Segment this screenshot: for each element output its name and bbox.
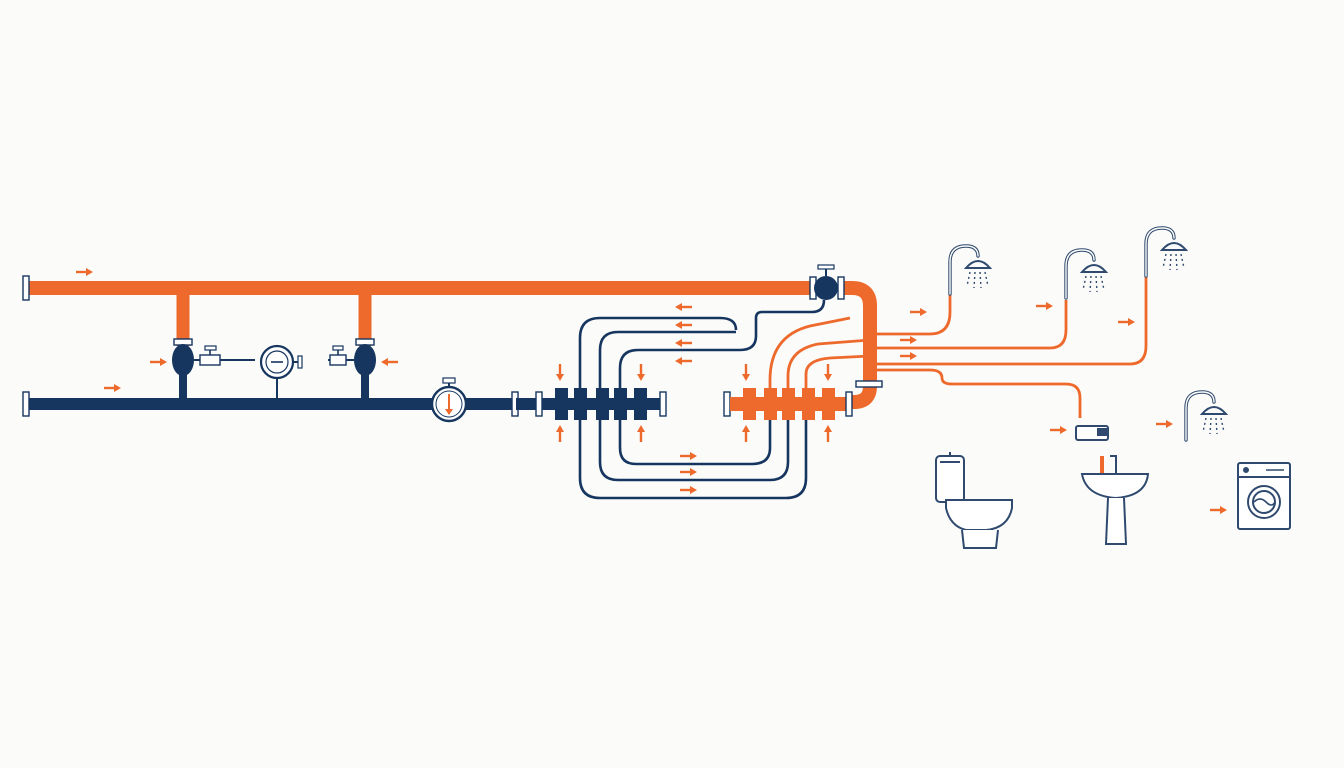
- arrow-icon: [1048, 424, 1069, 436]
- washing-machine-icon: [1237, 462, 1291, 530]
- shutoff-valve: [328, 338, 376, 398]
- arrow-icon: [554, 362, 566, 383]
- cold-supply-main: [22, 391, 548, 417]
- hot-supply-main: [22, 275, 877, 409]
- flow-arrows: [74, 266, 1229, 516]
- arrow-icon: [898, 350, 919, 362]
- arrow-icon: [908, 306, 929, 318]
- arrow-icon: [678, 466, 699, 478]
- arrow-icon: [673, 319, 694, 331]
- arrow-icon: [1034, 300, 1055, 312]
- arrow-icon: [678, 450, 699, 462]
- shower-icon: [1184, 390, 1228, 442]
- sink-icon: [1075, 425, 1150, 545]
- arrow-icon: [102, 382, 123, 394]
- hot-distribution-lines: [768, 276, 1148, 418]
- arrow-icon: [635, 362, 647, 383]
- arrow-icon: [822, 362, 834, 383]
- arrow-icon: [678, 484, 699, 496]
- shutoff-valve: [172, 338, 255, 398]
- shower-icon: [1064, 248, 1108, 300]
- cold-manifold-loops: [578, 299, 826, 500]
- arrow-icon: [673, 355, 694, 367]
- arrow-icon: [673, 301, 694, 313]
- pressure-gauge: [430, 377, 468, 423]
- arrow-icon: [148, 356, 169, 368]
- arrow-icon: [554, 423, 566, 444]
- arrow-icon: [1154, 418, 1175, 430]
- arrow-icon: [822, 423, 834, 444]
- arrow-icon: [740, 423, 752, 444]
- arrow-icon: [740, 362, 752, 383]
- arrow-icon: [898, 334, 919, 346]
- arrow-icon: [673, 337, 694, 349]
- cold-manifold: [548, 388, 667, 420]
- hot-manifold: [723, 380, 883, 420]
- shower-icon: [1144, 226, 1188, 278]
- arrow-icon: [635, 423, 647, 444]
- arrow-icon: [1116, 316, 1137, 328]
- mixing-valve: [814, 264, 845, 300]
- arrow-icon: [379, 356, 400, 368]
- shower-icon: [948, 244, 992, 296]
- arrow-icon: [1208, 504, 1229, 516]
- water-meter: [259, 344, 303, 398]
- toilet-icon: [935, 452, 1013, 549]
- arrow-icon: [74, 266, 95, 278]
